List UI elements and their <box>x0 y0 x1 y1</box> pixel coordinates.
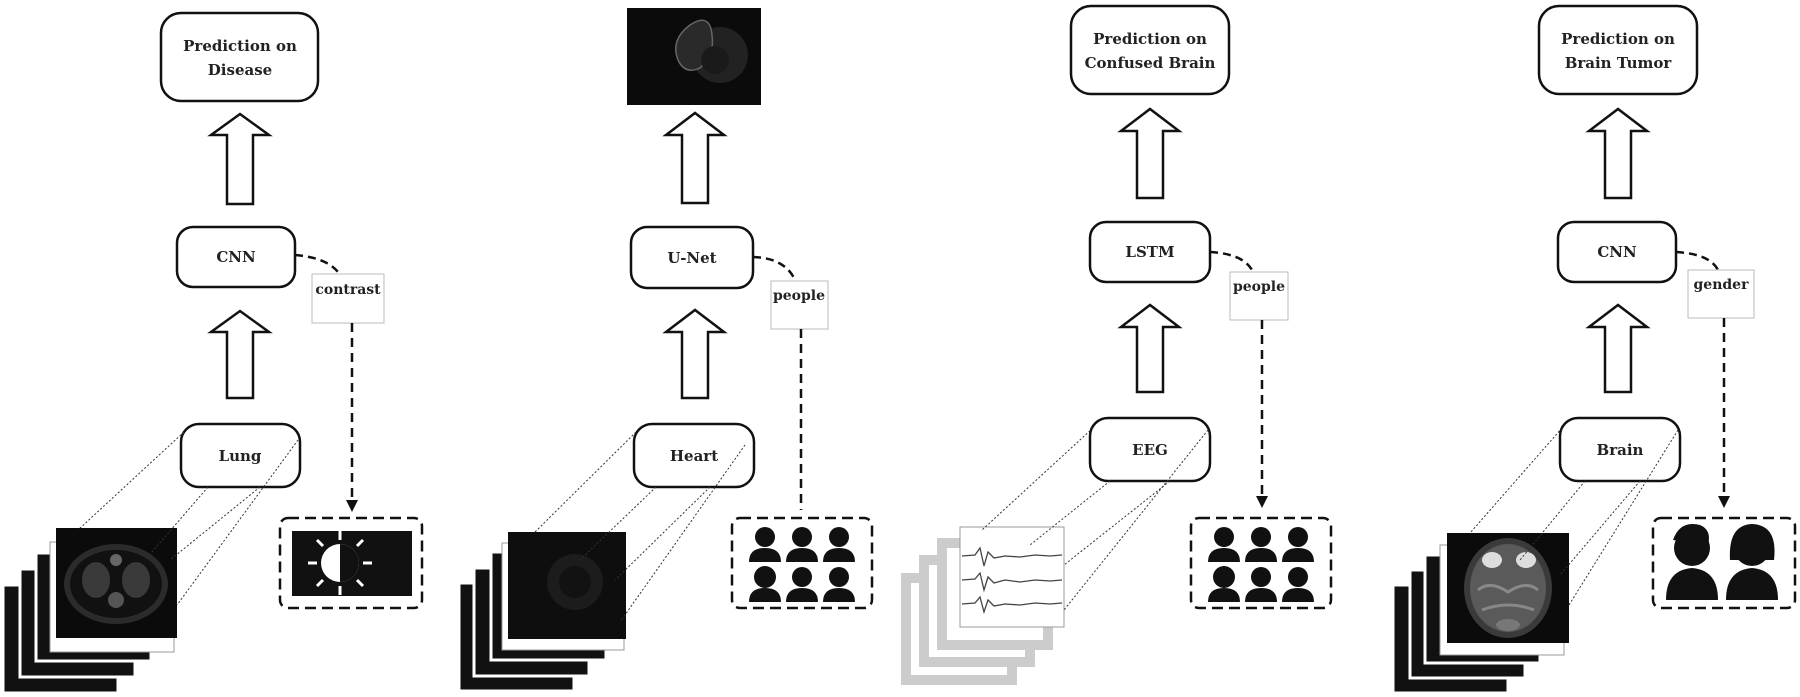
model-label: CNN <box>1597 243 1637 261</box>
attribute-tag: people <box>1229 271 1289 321</box>
panel-eeg: Prediction on Confused Brain LSTM EEG pe… <box>901 4 1333 685</box>
output-label-line1: Prediction on <box>183 37 297 55</box>
mri-stack <box>457 532 626 693</box>
input-box: Brain <box>1558 416 1682 483</box>
output-label-line1: Prediction on <box>1561 30 1675 48</box>
attribute-connector <box>1675 250 1720 271</box>
people-group-icon <box>730 516 874 610</box>
segmentation-image <box>627 8 761 105</box>
people-group-icon <box>1189 516 1333 610</box>
model-box: CNN <box>1556 220 1678 284</box>
up-arrow-model <box>662 308 728 400</box>
model-label: LSTM <box>1125 243 1174 261</box>
output-label-line1: Prediction on <box>1093 30 1207 48</box>
output-label-line2: Disease <box>208 61 272 79</box>
contrast-icon <box>278 516 424 610</box>
attribute-label: people <box>773 288 825 304</box>
output-box: Prediction on Brain Tumor <box>1537 4 1699 96</box>
input-label: Lung <box>219 447 262 465</box>
up-arrow-output <box>1117 107 1183 200</box>
model-box: CNN <box>175 225 297 289</box>
attribute-tag: people <box>770 280 829 330</box>
attribute-label: contrast <box>315 282 381 298</box>
input-label: EEG <box>1132 441 1168 459</box>
attribute-connector <box>1209 250 1255 273</box>
up-arrow-output <box>207 112 273 206</box>
up-arrow-model <box>1117 303 1183 394</box>
projection-lines <box>981 427 1209 611</box>
projection-lines <box>534 431 746 623</box>
model-label: U-Net <box>667 249 716 267</box>
input-box: Lung <box>179 422 302 489</box>
attribute-connector <box>294 253 342 276</box>
brain-mri-stack <box>1391 533 1569 695</box>
panel-lung: Prediction on Disease CNN Lung contrast <box>1 11 424 695</box>
up-arrow-model <box>1585 303 1651 394</box>
gender-silhouettes-icon <box>1651 516 1797 610</box>
projection-lines <box>77 431 299 606</box>
output-box: Prediction on Confused Brain <box>1069 4 1231 96</box>
projection-lines <box>1469 427 1679 606</box>
up-arrow-model <box>207 309 273 400</box>
output-label-line2: Confused Brain <box>1085 54 1216 72</box>
attribute-tag: contrast <box>311 273 385 324</box>
panel-brain: Prediction on Brain Tumor CNN Brain gend… <box>1391 4 1797 695</box>
attribute-connector <box>752 255 797 281</box>
attribute-label: people <box>1233 279 1285 295</box>
model-box: LSTM <box>1088 220 1212 284</box>
eeg-signal-stack <box>901 526 1065 685</box>
input-label: Heart <box>670 447 718 465</box>
attribute-tag: gender <box>1687 269 1755 319</box>
output-label-line2: Brain Tumor <box>1565 54 1673 72</box>
model-label: CNN <box>216 248 256 266</box>
up-arrow-output <box>1585 107 1651 200</box>
up-arrow-output <box>662 111 728 205</box>
model-box: U-Net <box>629 225 755 290</box>
panel-heart: U-Net Heart people <box>457 8 874 693</box>
attribute-label: gender <box>1694 277 1750 293</box>
input-box: Heart <box>632 422 756 489</box>
ct-scan-stack <box>1 528 177 695</box>
input-label: Brain <box>1597 441 1644 459</box>
output-box: Prediction on Disease <box>159 11 320 103</box>
